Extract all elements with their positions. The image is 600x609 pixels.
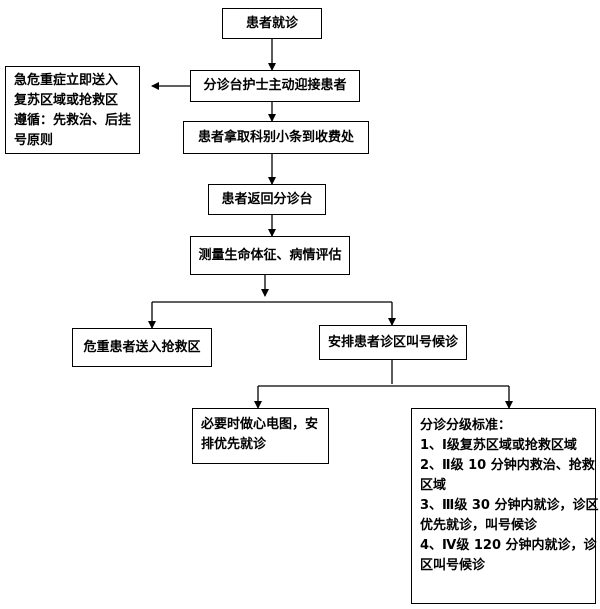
return-triage-label: 患者返回分诊台 — [221, 191, 313, 207]
standards-line-1: 1、Ⅰ级复苏区域或抢救区域 — [420, 438, 577, 453]
critical-side-line-4: 号原则 — [14, 133, 54, 148]
standards-line-5: 优先就诊，叫号候诊 — [420, 518, 538, 533]
ecg-line-2: 排优先就诊 — [201, 437, 267, 452]
assess-box: 测量生命体征、病情评估 — [190, 236, 350, 275]
triage-nurse-box: 分诊台护士主动迎接患者 — [190, 70, 360, 102]
triage-nurse-label: 分诊台护士主动迎接患者 — [203, 78, 347, 93]
standards-title: 分诊分级标准： — [420, 418, 512, 433]
critical-side-line-2: 复苏区域或抢救区 — [14, 93, 119, 108]
critical-rescue-label: 危重患者送入抢救区 — [83, 339, 201, 355]
standards-line-4: 3、Ⅲ级 30 分钟内就诊，诊区 — [420, 498, 599, 513]
critical-rescue-box: 危重患者送入抢救区 — [72, 328, 212, 367]
start-box: 患者就诊 — [222, 8, 322, 39]
return-triage-box: 患者返回分诊台 — [208, 184, 326, 215]
standards-line-6: 4、Ⅳ级 120 分钟内就诊，诊 — [420, 538, 597, 553]
take-slip-label: 患者拿取科别小条到收费处 — [197, 129, 354, 145]
ecg-line-1: 必要时做心电图，安 — [201, 417, 319, 432]
arrange-waiting-box: 安排患者诊区叫号候诊 — [319, 325, 467, 360]
take-slip-box: 患者拿取科别小条到收费处 — [183, 121, 369, 154]
assess-label: 测量生命体征、病情评估 — [198, 247, 342, 263]
ecg-box: 必要时做心电图，安 排优先就诊 — [192, 408, 329, 464]
arrange-waiting-label: 安排患者诊区叫号候诊 — [327, 334, 458, 350]
standards-line-3: 区域 — [420, 478, 447, 493]
start-label: 患者就诊 — [245, 15, 298, 31]
standards-line-2: 2、Ⅱ级 10 分钟内救治、抢救 — [420, 458, 595, 473]
critical-side-box: 急危重症立即送入 复苏区域或抢救区 遵循：先救治、后挂 号原则 — [5, 66, 140, 154]
standards-line-7: 区叫号候诊 — [420, 558, 486, 573]
standards-box: 分诊分级标准： 1、Ⅰ级复苏区域或抢救区域 2、Ⅱ级 10 分钟内救治、抢救 区… — [411, 408, 599, 604]
critical-side-line-3: 遵循：先救治、后挂 — [14, 113, 132, 128]
critical-side-line-1: 急危重症立即送入 — [14, 73, 119, 88]
